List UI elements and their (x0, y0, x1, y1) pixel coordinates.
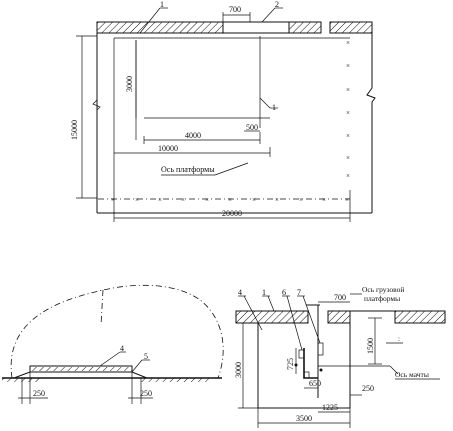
svg-text:×: × (346, 109, 350, 117)
wall-hatch-right (329, 21, 373, 34)
svg-text:×: × (228, 196, 232, 204)
detail-dim-700: 700 (334, 293, 346, 302)
detail-dim-725: 725 (286, 358, 295, 370)
platform-base (13, 371, 148, 379)
callout-1-top: 1 (160, 0, 164, 9)
detail-dim-650: 650 (309, 379, 321, 388)
section-dim-250-left: 250 (33, 389, 45, 398)
detail-dim-1225: 1225 (322, 403, 338, 412)
detail-callout-4: 4 (238, 288, 242, 297)
detail-callout-6: 6 (282, 288, 286, 297)
svg-text:×: × (346, 86, 350, 94)
dim-3000: 3000 (125, 76, 134, 92)
detail-dim-1500: 1500 (366, 338, 375, 354)
axis-marks: × × × × × × × × × × × (111, 196, 349, 204)
wall-hatch-left (96, 21, 224, 34)
mast-bracket (303, 348, 318, 379)
callout-2: 2 (275, 0, 279, 9)
mast-axis-label: Ось мачты (395, 370, 429, 379)
svg-text:×: × (346, 172, 350, 180)
detail-wall-right (394, 310, 446, 324)
section-dim-250-right: 250 (140, 389, 152, 398)
svg-text:×: × (299, 196, 303, 204)
cargo-axis-label-line2: платформы (364, 294, 400, 303)
frame-right-break (366, 33, 376, 213)
detail-wall-left (235, 310, 309, 324)
detail-wall-middle (327, 310, 351, 324)
svg-text:×: × (322, 196, 326, 204)
svg-text:×: × (346, 132, 350, 140)
svg-text:×: × (275, 196, 279, 204)
dim-15000: 15000 (70, 120, 79, 140)
right-marks: × × × × × × × (346, 39, 350, 180)
section-axis (100, 289, 104, 326)
platform-axis-label: Ось платформы (161, 165, 215, 174)
svg-text:×: × (135, 196, 139, 204)
wall-hatch-middle (288, 21, 322, 34)
detail-dim-3000: 3000 (234, 362, 243, 378)
svg-text:×: × (111, 196, 115, 204)
mast-detail: 4 1 6 7 700 Ось грузовой платформы 1500 … (234, 285, 446, 428)
clearance-outline (10, 284, 224, 379)
dim-10000: 10000 (158, 144, 178, 153)
detail-dim-250: 250 (362, 384, 374, 393)
section-callout-4: 4 (120, 344, 124, 353)
detail-dim-3500: 3500 (296, 414, 312, 423)
detail-callout-7: 7 (297, 288, 301, 297)
cross-section: 4 5 250 250 (2, 284, 224, 404)
dim-20000: 20000 (222, 209, 242, 218)
svg-text:×: × (158, 196, 162, 204)
platform-plan: 700 1 2 1 15000 3000 500 4000 10000 О (70, 0, 376, 222)
svg-text:×: × (181, 196, 185, 204)
svg-text:×: × (346, 62, 350, 70)
svg-text:×: × (346, 39, 350, 47)
cut-mark: : (398, 335, 400, 343)
dim-700: 700 (229, 5, 241, 14)
dim-4000: 4000 (185, 131, 201, 140)
cargo-axis-label-line1: Ось грузовой (362, 285, 404, 294)
detail-callout-1: 1 (262, 288, 266, 297)
break-mark-left (92, 99, 101, 111)
dim-500: 500 (246, 123, 258, 132)
callout-1-right: 1 (272, 103, 276, 112)
svg-text:×: × (346, 154, 350, 162)
svg-text:×: × (252, 196, 256, 204)
section-callout-5: 5 (144, 352, 148, 361)
svg-text:×: × (205, 196, 209, 204)
svg-text:×: × (345, 196, 349, 204)
